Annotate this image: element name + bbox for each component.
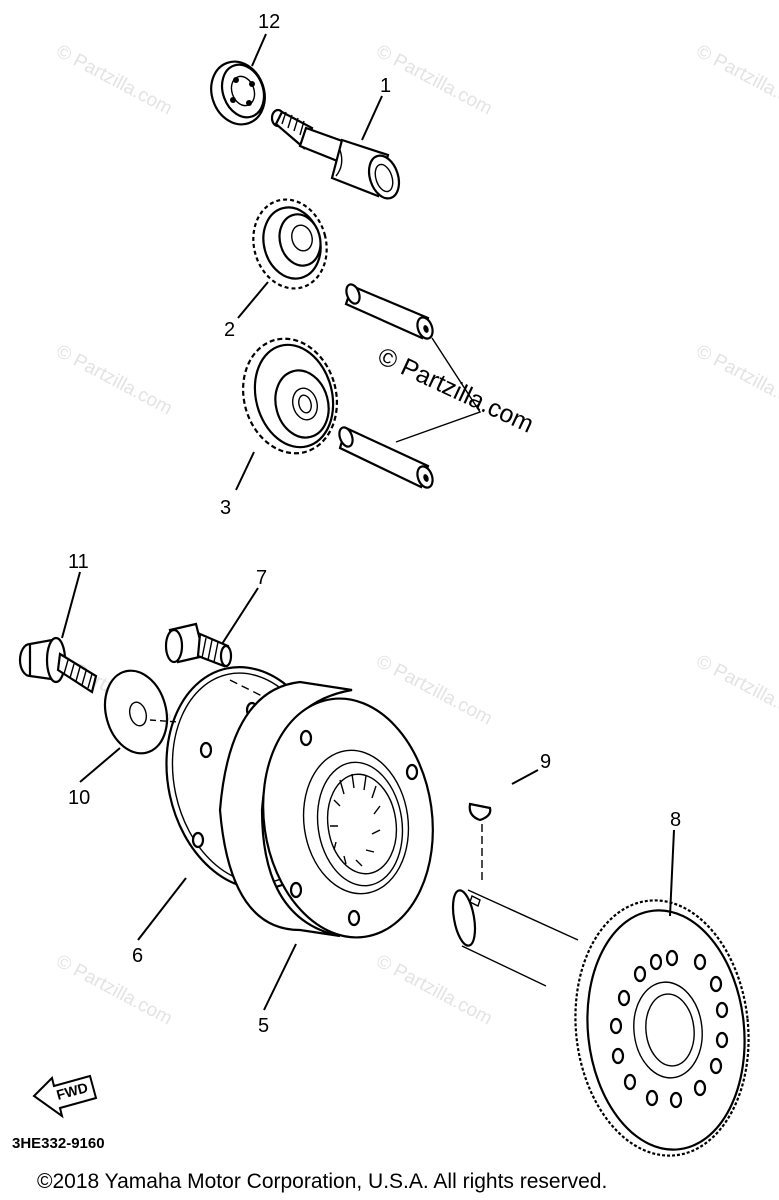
clutch-5 [218, 680, 434, 939]
callouts: 12 1 2 3 11 7 10 9 8 6 5 [68, 11, 681, 1037]
shaft-1 [270, 108, 401, 200]
gear-2 [252, 198, 328, 290]
pin-upper [344, 283, 434, 340]
watermark: © Partzilla.com [53, 341, 176, 420]
watermark: © Partzilla.com [693, 341, 779, 420]
fwd-arrow: FWD [32, 1074, 98, 1119]
callout-5: 5 [258, 1015, 269, 1037]
watermark: © Partzilla.com [373, 951, 496, 1030]
crankshaft-end [451, 889, 579, 987]
callout-11: 11 [68, 551, 89, 573]
watermark: © Partzilla.com [53, 951, 176, 1030]
callout-6: 6 [132, 945, 143, 967]
diagram-code: 3HE332-9160 [12, 1135, 105, 1152]
copyright-footer: ©2018 Yamaha Motor Corporation, U.S.A. A… [37, 1170, 607, 1193]
callout-9: 9 [540, 751, 551, 773]
hidden-line [149, 719, 179, 723]
watermark: © Partzilla.com [693, 41, 779, 120]
callout-3: 3 [220, 497, 231, 519]
watermark: © Partzilla.com [53, 41, 176, 120]
bolt-7 [164, 622, 233, 668]
key-9 [468, 802, 492, 822]
gear-8 [574, 899, 750, 1157]
hidden-line [229, 679, 411, 771]
pin-leader [395, 337, 482, 443]
fwd-label: FWD [55, 1079, 90, 1103]
bearing-12 [210, 60, 266, 126]
washer-10 [103, 669, 169, 755]
watermark: © Partzilla.com [693, 651, 779, 730]
watermark-center: © Partzilla.com [373, 342, 538, 439]
callout-8: 8 [670, 809, 681, 831]
callout-10: 10 [68, 787, 90, 809]
watermark: © Partzilla.com [373, 651, 496, 730]
callout-2: 2 [224, 319, 235, 341]
leader-lines [61, 33, 675, 1011]
pin-lower [338, 426, 434, 489]
callout-7: 7 [256, 567, 267, 589]
gear-3 [242, 337, 338, 455]
callout-1: 1 [380, 75, 391, 97]
callout-12: 12 [258, 11, 280, 33]
bolt-11 [18, 636, 98, 694]
